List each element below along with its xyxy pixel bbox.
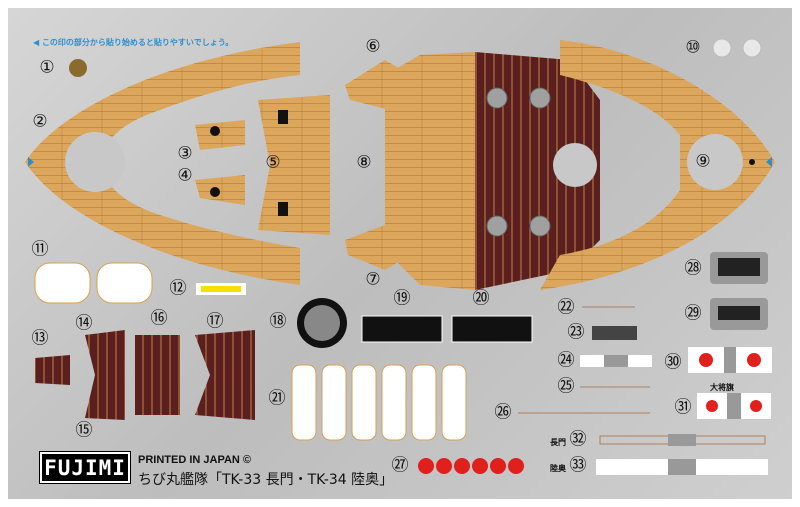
mutsu-label: 陸奥 (550, 464, 566, 473)
part-16 (135, 335, 180, 415)
part-number-28: ㉘ (684, 258, 702, 279)
railings (518, 306, 650, 414)
part-13 (35, 355, 70, 385)
turrets (486, 87, 551, 237)
part-11 (34, 262, 91, 304)
printed-in-japan: PRINTED IN JAPAN © (138, 454, 252, 466)
part-number-20: ⑳ (472, 288, 490, 309)
application-hint: ◀ この印の部分から貼り始めると貼りやすいでしょう。 (33, 38, 234, 47)
part-number-6: ⑥ (365, 36, 381, 57)
part-number-22: ㉒ (557, 297, 575, 318)
part-number-26: ㉖ (494, 402, 512, 423)
part-23 (592, 326, 637, 340)
part-number-16: ⑯ (150, 308, 168, 329)
part-number-27: ㉗ (391, 455, 409, 476)
part-17 (195, 330, 255, 420)
part-1 (69, 59, 87, 77)
part-3 (195, 120, 245, 150)
part-number-3: ③ (177, 143, 193, 164)
part-27 (418, 458, 524, 474)
part-number-19: ⑲ (393, 288, 411, 309)
part-10 (712, 38, 732, 58)
product-title: ちび丸艦隊「TK-33 長門・TK-34 陸奥」 (138, 472, 394, 488)
part-number-10: ⑩ (685, 37, 701, 58)
admiral-flag-label: 大将旗 (710, 383, 734, 392)
part-number-25: ㉕ (557, 376, 575, 397)
part-4 (195, 175, 245, 205)
nagato-label: 長門 (550, 438, 566, 447)
part-number-33: ㉝ (569, 455, 587, 476)
part-number-11: ⑪ (31, 239, 49, 260)
part-14 (85, 330, 125, 420)
part-number-2: ② (32, 111, 48, 132)
part-number-31: ㉛ (674, 397, 692, 418)
decal-sheet: ◀ この印の部分から貼り始めると貼りやすいでしょう。 大将旗 長門 陸奥 FUJ… (8, 8, 792, 499)
part-21 (291, 364, 467, 441)
stern-deck-right (540, 40, 775, 290)
part-number-9: ⑨ (695, 151, 711, 172)
part-number-18: ⑱ (269, 311, 287, 332)
part-number-15: ⑮ (75, 420, 93, 441)
center-deck (385, 52, 475, 290)
part-19 (361, 315, 443, 343)
fujimi-logo: FUJIMI (39, 451, 131, 484)
part-number-8: ⑧ (356, 152, 372, 173)
part-number-12: ⑫ (169, 278, 187, 299)
part-number-4: ④ (177, 165, 193, 186)
part-number-7: ⑦ (365, 269, 381, 290)
part-number-23: ㉓ (567, 322, 585, 343)
part-number-29: ㉙ (684, 303, 702, 324)
part-number-24: ㉔ (557, 350, 575, 371)
part-number-32: ㉜ (569, 429, 587, 450)
part-number-21: ㉑ (268, 388, 286, 409)
part-number-5: ⑤ (265, 152, 281, 173)
part-number-30: ㉚ (664, 352, 682, 373)
part-5 (258, 95, 330, 235)
part-number-1: ① (39, 57, 55, 78)
part-30-flags (688, 347, 772, 373)
decal-artwork (25, 38, 775, 475)
part-number-13: ⑬ (31, 328, 49, 349)
part-31-flags (697, 393, 771, 419)
part-number-17: ⑰ (206, 311, 224, 332)
part-number-14: ⑭ (75, 313, 93, 334)
part-20 (451, 315, 533, 343)
